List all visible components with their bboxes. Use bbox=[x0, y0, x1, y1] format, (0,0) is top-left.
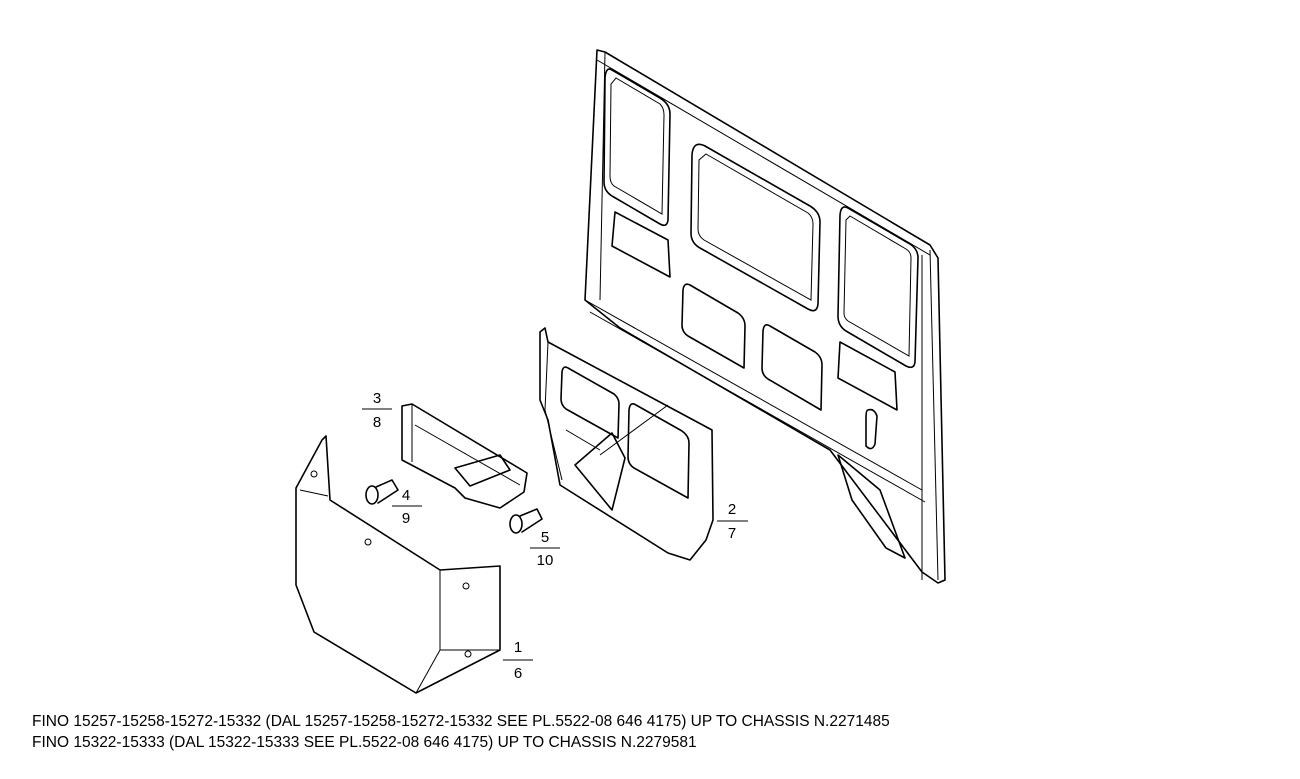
callout-2-top: 2 bbox=[728, 501, 736, 518]
callout-4-9: 4 9 bbox=[392, 487, 422, 527]
callout-2-7: 2 7 bbox=[717, 501, 748, 542]
callout-1-top: 1 bbox=[514, 639, 522, 656]
callout-5-top: 5 bbox=[541, 529, 549, 546]
small-bracket bbox=[401, 403, 528, 509]
callout-3-top: 3 bbox=[373, 390, 381, 407]
callout-3-bottom: 8 bbox=[373, 414, 381, 431]
callout-4-bottom: 9 bbox=[402, 510, 410, 527]
callout-2-bottom: 7 bbox=[728, 525, 736, 542]
callout-1-bottom: 6 bbox=[514, 665, 522, 682]
bottom-cover-plate bbox=[295, 435, 501, 694]
screw-upper bbox=[365, 479, 399, 505]
callout-4-top: 4 bbox=[402, 487, 410, 504]
mid-bracket-panel bbox=[539, 327, 714, 561]
screw-lower bbox=[509, 508, 543, 534]
footnote-line-2: FINO 15322-15333 (DAL 15322-15333 SEE PL… bbox=[32, 734, 697, 751]
callout-5-bottom: 10 bbox=[537, 552, 554, 569]
footnote-line-1: FINO 15257-15258-15272-15332 (DAL 15257-… bbox=[32, 713, 890, 730]
callout-1-6: 1 6 bbox=[503, 639, 533, 682]
footnotes: FINO 15257-15258-15272-15332 (DAL 15257-… bbox=[32, 711, 890, 753]
rear-panel bbox=[584, 49, 946, 584]
callout-3-8: 3 8 bbox=[362, 390, 392, 431]
callout-5-10: 5 10 bbox=[530, 529, 560, 569]
